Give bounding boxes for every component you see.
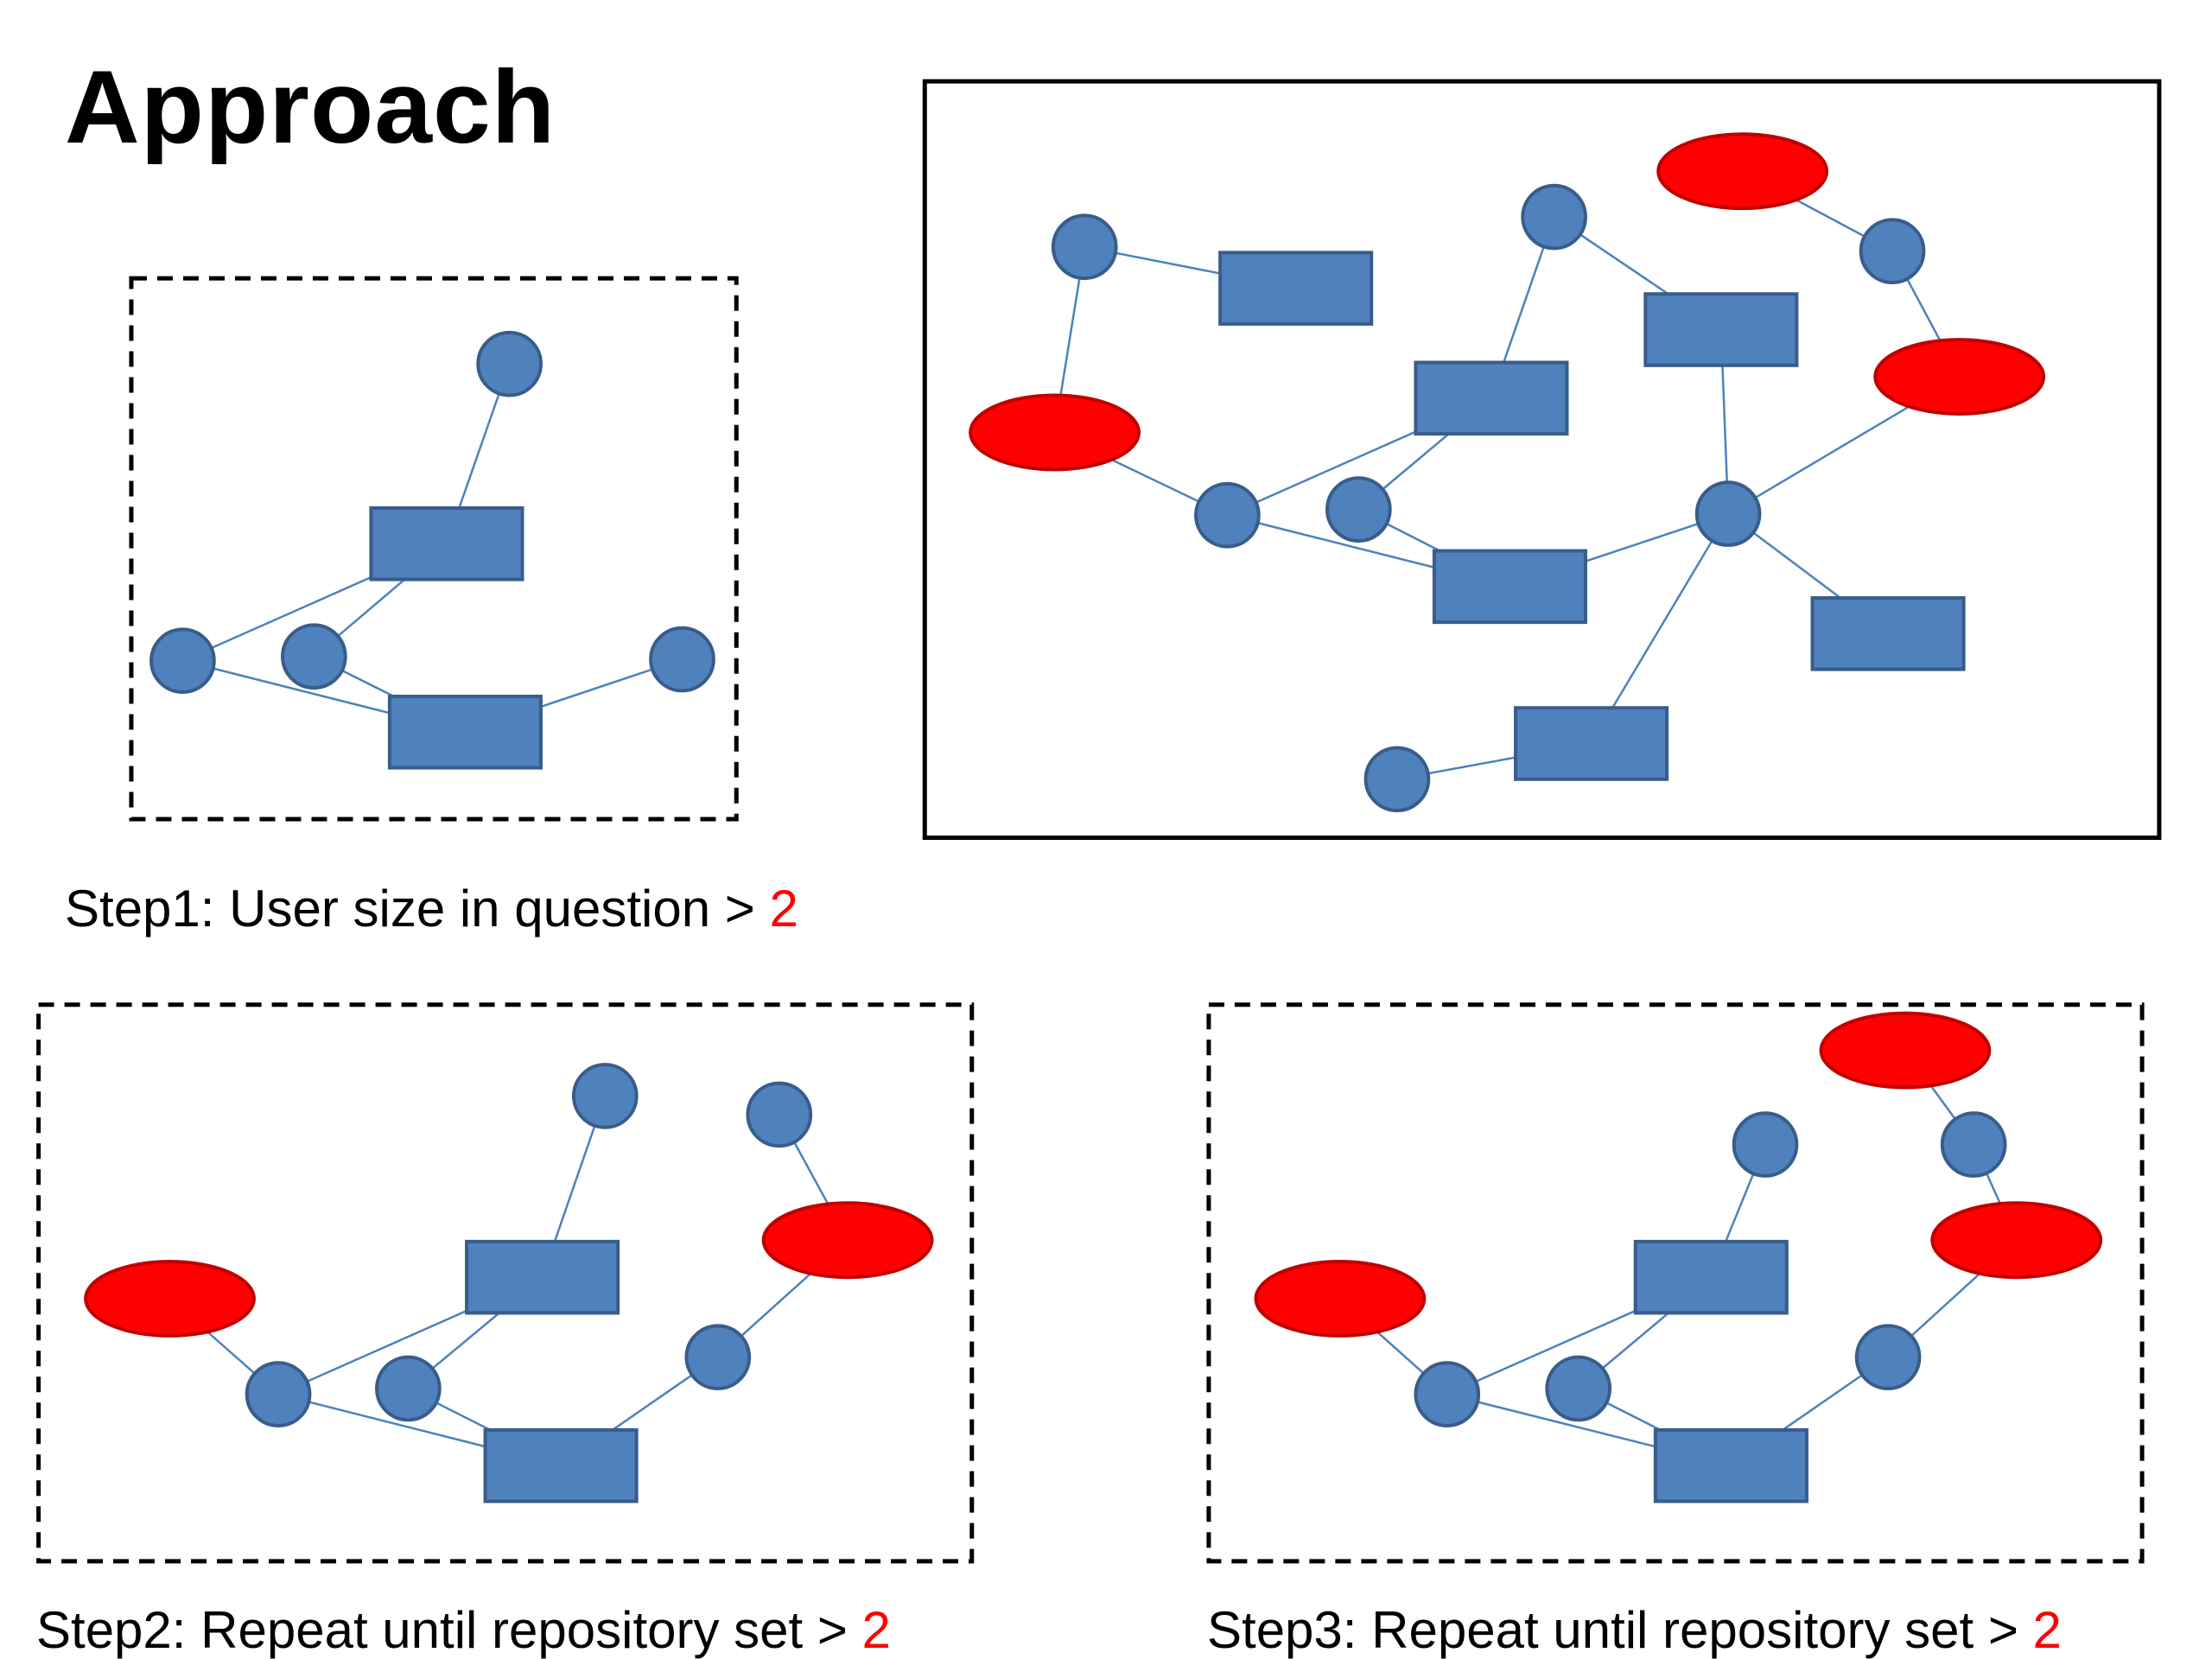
step2-graph-user-node	[375, 1355, 442, 1422]
overview-graph-user-node	[1859, 218, 1926, 285]
overview-graph-item-node	[1514, 706, 1669, 781]
frames-layer	[36, 79, 2162, 1564]
step1-text: Step1: User size in question >	[65, 880, 770, 938]
step3-graph-repository-node	[1819, 1011, 1992, 1090]
step3-text: Step3: Repeat until repository set >	[1207, 1601, 2033, 1659]
overview-graph-repository-node	[1873, 338, 2046, 416]
step2-caption: Step2: Repeat until repository set > 2	[36, 1605, 891, 1656]
step1-threshold: 2	[769, 880, 798, 938]
overview-graph-item-node	[1810, 596, 1966, 671]
step2-graph-item-node	[465, 1239, 620, 1315]
step3-graph-user-node	[1854, 1324, 1922, 1391]
step1-graph-user-node	[476, 330, 543, 397]
step2-text: Step2: Repeat until repository set >	[36, 1601, 862, 1659]
step2-graph-user-node	[245, 1361, 312, 1427]
step2-graph-user-node	[746, 1081, 813, 1148]
overview-graph-repository-node	[969, 393, 1141, 472]
overview-graph-user-node	[1194, 481, 1261, 549]
overview-graph-user-node	[1363, 746, 1431, 813]
step3-caption: Step3: Repeat until repository set > 2	[1207, 1605, 2062, 1656]
overview-graph-edge	[1590, 512, 1730, 745]
step3-graph-user-node	[1545, 1355, 1612, 1422]
step3-graph-user-node	[1940, 1111, 2007, 1178]
step1-graph-user-node	[649, 626, 715, 693]
step2-graph-repository-node	[761, 1201, 934, 1280]
step2-graph-user-node	[571, 1063, 639, 1129]
step2-graph-frame	[36, 1002, 975, 1564]
step2-graph-repository-node	[84, 1260, 256, 1338]
slide-title: Approach	[65, 49, 556, 165]
overview-graph-user-node	[1521, 183, 1587, 251]
step1-graph-item-node	[387, 694, 543, 770]
overview-graph-repository-node	[1656, 132, 1829, 211]
step1-graph-user-node	[281, 623, 347, 690]
step1-graph-user-node	[149, 627, 216, 695]
step3-graph-frame	[1206, 1002, 2145, 1564]
step3-graph-repository-node	[1930, 1201, 2103, 1280]
overview-graph-frame	[922, 79, 2162, 840]
step3-graph-user-node	[1732, 1111, 1799, 1178]
step2-graph-user-node	[684, 1324, 752, 1391]
step3-threshold: 2	[2032, 1601, 2062, 1659]
overview-graph-item-node	[1218, 251, 1374, 326]
overview-graph-user-node	[1325, 476, 1392, 543]
step3-graph-item-node	[1653, 1427, 1808, 1503]
step3-graph-item-node	[1633, 1239, 1789, 1315]
step3-graph-repository-node	[1254, 1260, 1427, 1338]
overview-graph-user-node	[1694, 480, 1762, 547]
nodes-layer	[84, 132, 2103, 1503]
overview-graph-item-node	[1432, 549, 1587, 625]
overview-graph-item-node	[1414, 360, 1569, 436]
step2-graph-item-node	[483, 1427, 639, 1503]
overview-graph-item-node	[1643, 292, 1799, 367]
step2-threshold: 2	[861, 1601, 891, 1659]
overview-graph-user-node	[1051, 213, 1118, 281]
step3-graph-user-node	[1414, 1361, 1481, 1427]
step1-graph-item-node	[369, 505, 524, 582]
step1-caption: Step1: User size in question > 2	[65, 883, 798, 935]
